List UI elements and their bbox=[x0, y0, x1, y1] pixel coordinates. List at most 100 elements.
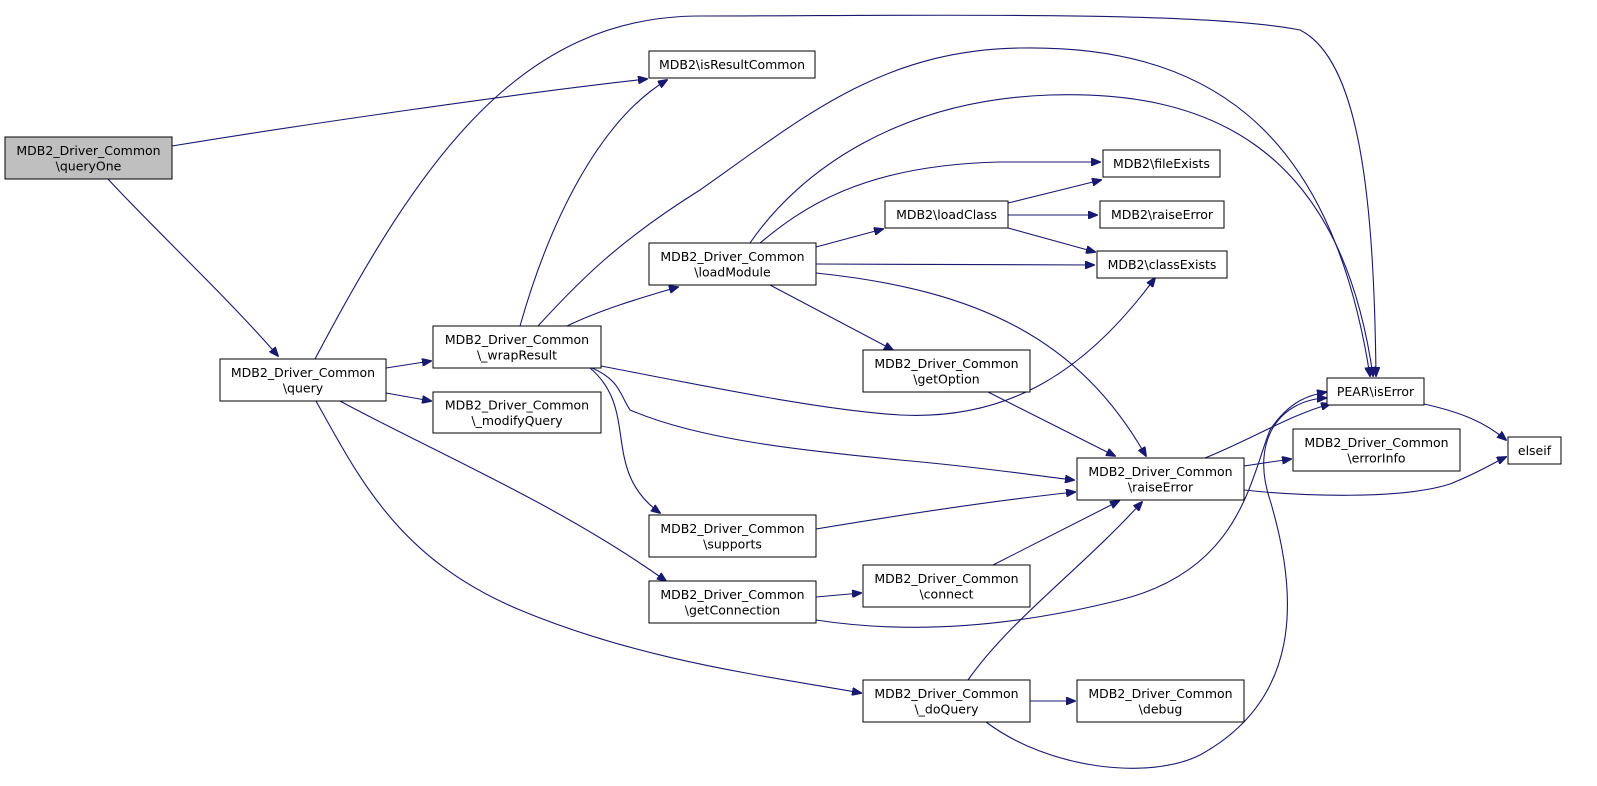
node-box-isError bbox=[1326, 377, 1425, 406]
node-label-debug-1: \debug bbox=[1139, 701, 1183, 716]
node-box-errorInfo bbox=[1292, 428, 1461, 472]
node-label-connect-0: MDB2_Driver_Common bbox=[874, 571, 1018, 586]
node-raiseErrorMDB2[interactable]: MDB2\raiseError bbox=[1099, 200, 1225, 229]
node-label-errorInfo-0: MDB2_Driver_Common bbox=[1304, 435, 1448, 450]
node-label-doQuery-0: MDB2_Driver_Common bbox=[874, 686, 1018, 701]
node-box-queryOne bbox=[4, 136, 173, 180]
edge-loadClass-to-classExists bbox=[1007, 227, 1095, 252]
edge-loadModule-to-fileExists bbox=[759, 162, 1100, 244]
edge-wrapResult-to-classExists bbox=[600, 278, 1155, 416]
node-classExists[interactable]: MDB2\classExists bbox=[1096, 250, 1228, 279]
node-box-raiseError bbox=[1076, 457, 1245, 501]
node-query[interactable]: MDB2_Driver_Common\query bbox=[219, 358, 387, 402]
edge-query-to-doQuery bbox=[315, 400, 861, 693]
node-errorInfo[interactable]: MDB2_Driver_Common\errorInfo bbox=[1292, 428, 1461, 472]
node-fileExists[interactable]: MDB2\fileExists bbox=[1102, 149, 1221, 178]
edges-layer bbox=[107, 14, 1506, 769]
node-label-isResultCommon-0: MDB2\isResultCommon bbox=[659, 57, 805, 72]
node-label-getConnection-0: MDB2_Driver_Common bbox=[660, 587, 804, 602]
node-label-wrapResult-0: MDB2_Driver_Common bbox=[445, 332, 589, 347]
edge-supports-to-raiseError bbox=[815, 492, 1075, 530]
node-label-connect-1: \connect bbox=[919, 586, 973, 601]
edge-loadModule-to-getOption bbox=[769, 284, 893, 350]
node-label-wrapResult-1: \_wrapResult bbox=[477, 347, 557, 362]
edge-getConnection-to-connect bbox=[815, 593, 861, 597]
node-box-connect bbox=[862, 564, 1031, 608]
node-box-loadModule bbox=[648, 242, 817, 286]
node-box-classExists bbox=[1096, 250, 1228, 279]
node-box-getConnection bbox=[648, 580, 817, 624]
node-debug[interactable]: MDB2_Driver_Common\debug bbox=[1076, 679, 1245, 723]
nodes-layer: MDB2_Driver_Common\queryOneMDB2\isResult… bbox=[4, 50, 1562, 723]
node-box-loadClass bbox=[884, 200, 1009, 229]
node-box-debug bbox=[1076, 679, 1245, 723]
node-label-elseif-0: elseif bbox=[1518, 443, 1552, 458]
node-box-raiseErrorMDB2 bbox=[1099, 200, 1225, 229]
node-box-wrapResult bbox=[432, 325, 602, 369]
edge-doQuery-to-raiseError bbox=[967, 502, 1142, 681]
node-queryOne[interactable]: MDB2_Driver_Common\queryOne bbox=[4, 136, 173, 180]
edge-loadModule-to-isError bbox=[749, 94, 1373, 376]
node-label-query-1: \query bbox=[283, 380, 324, 395]
node-label-getOption-0: MDB2_Driver_Common bbox=[874, 356, 1018, 371]
edge-queryOne-to-query bbox=[107, 178, 278, 356]
edge-raiseError-to-isError bbox=[1204, 404, 1330, 459]
edge-wrapResult-to-isResultCommon bbox=[519, 80, 667, 327]
node-supports[interactable]: MDB2_Driver_Common\supports bbox=[648, 514, 817, 558]
node-box-isResultCommon bbox=[648, 50, 816, 79]
edge-raiseError-to-elseif bbox=[1243, 457, 1506, 496]
node-label-raiseError-0: MDB2_Driver_Common bbox=[1088, 464, 1232, 479]
edge-query-to-wrapResult bbox=[385, 361, 431, 369]
node-box-getOption bbox=[862, 349, 1031, 393]
node-isResultCommon[interactable]: MDB2\isResultCommon bbox=[648, 50, 816, 79]
node-label-isError-0: PEAR\isError bbox=[1337, 384, 1415, 399]
edge-wrapResult-to-loadModule bbox=[566, 287, 678, 327]
node-label-modifyQuery-1: \_modifyQuery bbox=[471, 413, 563, 428]
node-elseif[interactable]: elseif bbox=[1507, 436, 1562, 465]
node-label-classExists-0: MDB2\classExists bbox=[1108, 257, 1217, 272]
node-label-raiseErrorMDB2-0: MDB2\raiseError bbox=[1111, 207, 1214, 222]
edge-wrapResult-to-supports bbox=[589, 367, 660, 513]
edge-raiseError-to-errorInfo bbox=[1243, 459, 1291, 467]
edge-getOption-to-raiseError bbox=[987, 391, 1115, 456]
node-box-modifyQuery bbox=[432, 391, 602, 434]
node-label-supports-1: \supports bbox=[703, 536, 762, 551]
node-raiseError[interactable]: MDB2_Driver_Common\raiseError bbox=[1076, 457, 1245, 501]
node-loadClass[interactable]: MDB2\loadClass bbox=[884, 200, 1009, 229]
node-isError[interactable]: PEAR\isError bbox=[1326, 377, 1425, 406]
node-getOption[interactable]: MDB2_Driver_Common\getOption bbox=[862, 349, 1031, 393]
edge-getConnection-to-isError bbox=[815, 392, 1326, 628]
node-label-debug-0: MDB2_Driver_Common bbox=[1088, 686, 1232, 701]
edge-wrapResult-to-isError bbox=[537, 47, 1370, 376]
edge-isError-to-elseif bbox=[1423, 403, 1506, 440]
node-label-queryOne-1: \queryOne bbox=[56, 158, 122, 173]
edge-loadModule-to-loadClass bbox=[815, 229, 883, 248]
node-loadModule[interactable]: MDB2_Driver_Common\loadModule bbox=[648, 242, 817, 286]
node-label-doQuery-1: \_doQuery bbox=[914, 701, 979, 716]
edge-wrapResult-to-raiseError bbox=[591, 367, 1074, 480]
node-label-errorInfo-1: \errorInfo bbox=[1347, 450, 1405, 465]
node-label-supports-0: MDB2_Driver_Common bbox=[660, 521, 804, 536]
edge-loadModule-to-raiseError bbox=[815, 272, 1146, 456]
edge-connect-to-raiseError bbox=[992, 501, 1119, 566]
node-modifyQuery[interactable]: MDB2_Driver_Common\_modifyQuery bbox=[432, 391, 602, 434]
edge-query-to-getConnection bbox=[339, 400, 666, 581]
edge-queryOne-to-isResultCommon bbox=[171, 79, 647, 147]
edge-loadModule-to-classExists bbox=[815, 264, 1094, 265]
node-label-queryOne-0: MDB2_Driver_Common bbox=[16, 143, 160, 158]
node-box-elseif bbox=[1507, 436, 1562, 465]
node-box-query bbox=[219, 358, 387, 402]
node-label-loadModule-0: MDB2_Driver_Common bbox=[660, 249, 804, 264]
node-label-query-0: MDB2_Driver_Common bbox=[231, 365, 375, 380]
node-label-modifyQuery-0: MDB2_Driver_Common bbox=[445, 397, 589, 412]
edge-query-to-isError bbox=[314, 14, 1376, 376]
node-box-doQuery bbox=[862, 679, 1031, 723]
node-connect[interactable]: MDB2_Driver_Common\connect bbox=[862, 564, 1031, 608]
node-getConnection[interactable]: MDB2_Driver_Common\getConnection bbox=[648, 580, 817, 624]
node-label-getConnection-1: \getConnection bbox=[685, 602, 780, 617]
node-wrapResult[interactable]: MDB2_Driver_Common\_wrapResult bbox=[432, 325, 602, 369]
node-label-getOption-1: \getOption bbox=[913, 371, 979, 386]
node-label-loadClass-0: MDB2\loadClass bbox=[896, 207, 997, 222]
node-doQuery[interactable]: MDB2_Driver_Common\_doQuery bbox=[862, 679, 1031, 723]
